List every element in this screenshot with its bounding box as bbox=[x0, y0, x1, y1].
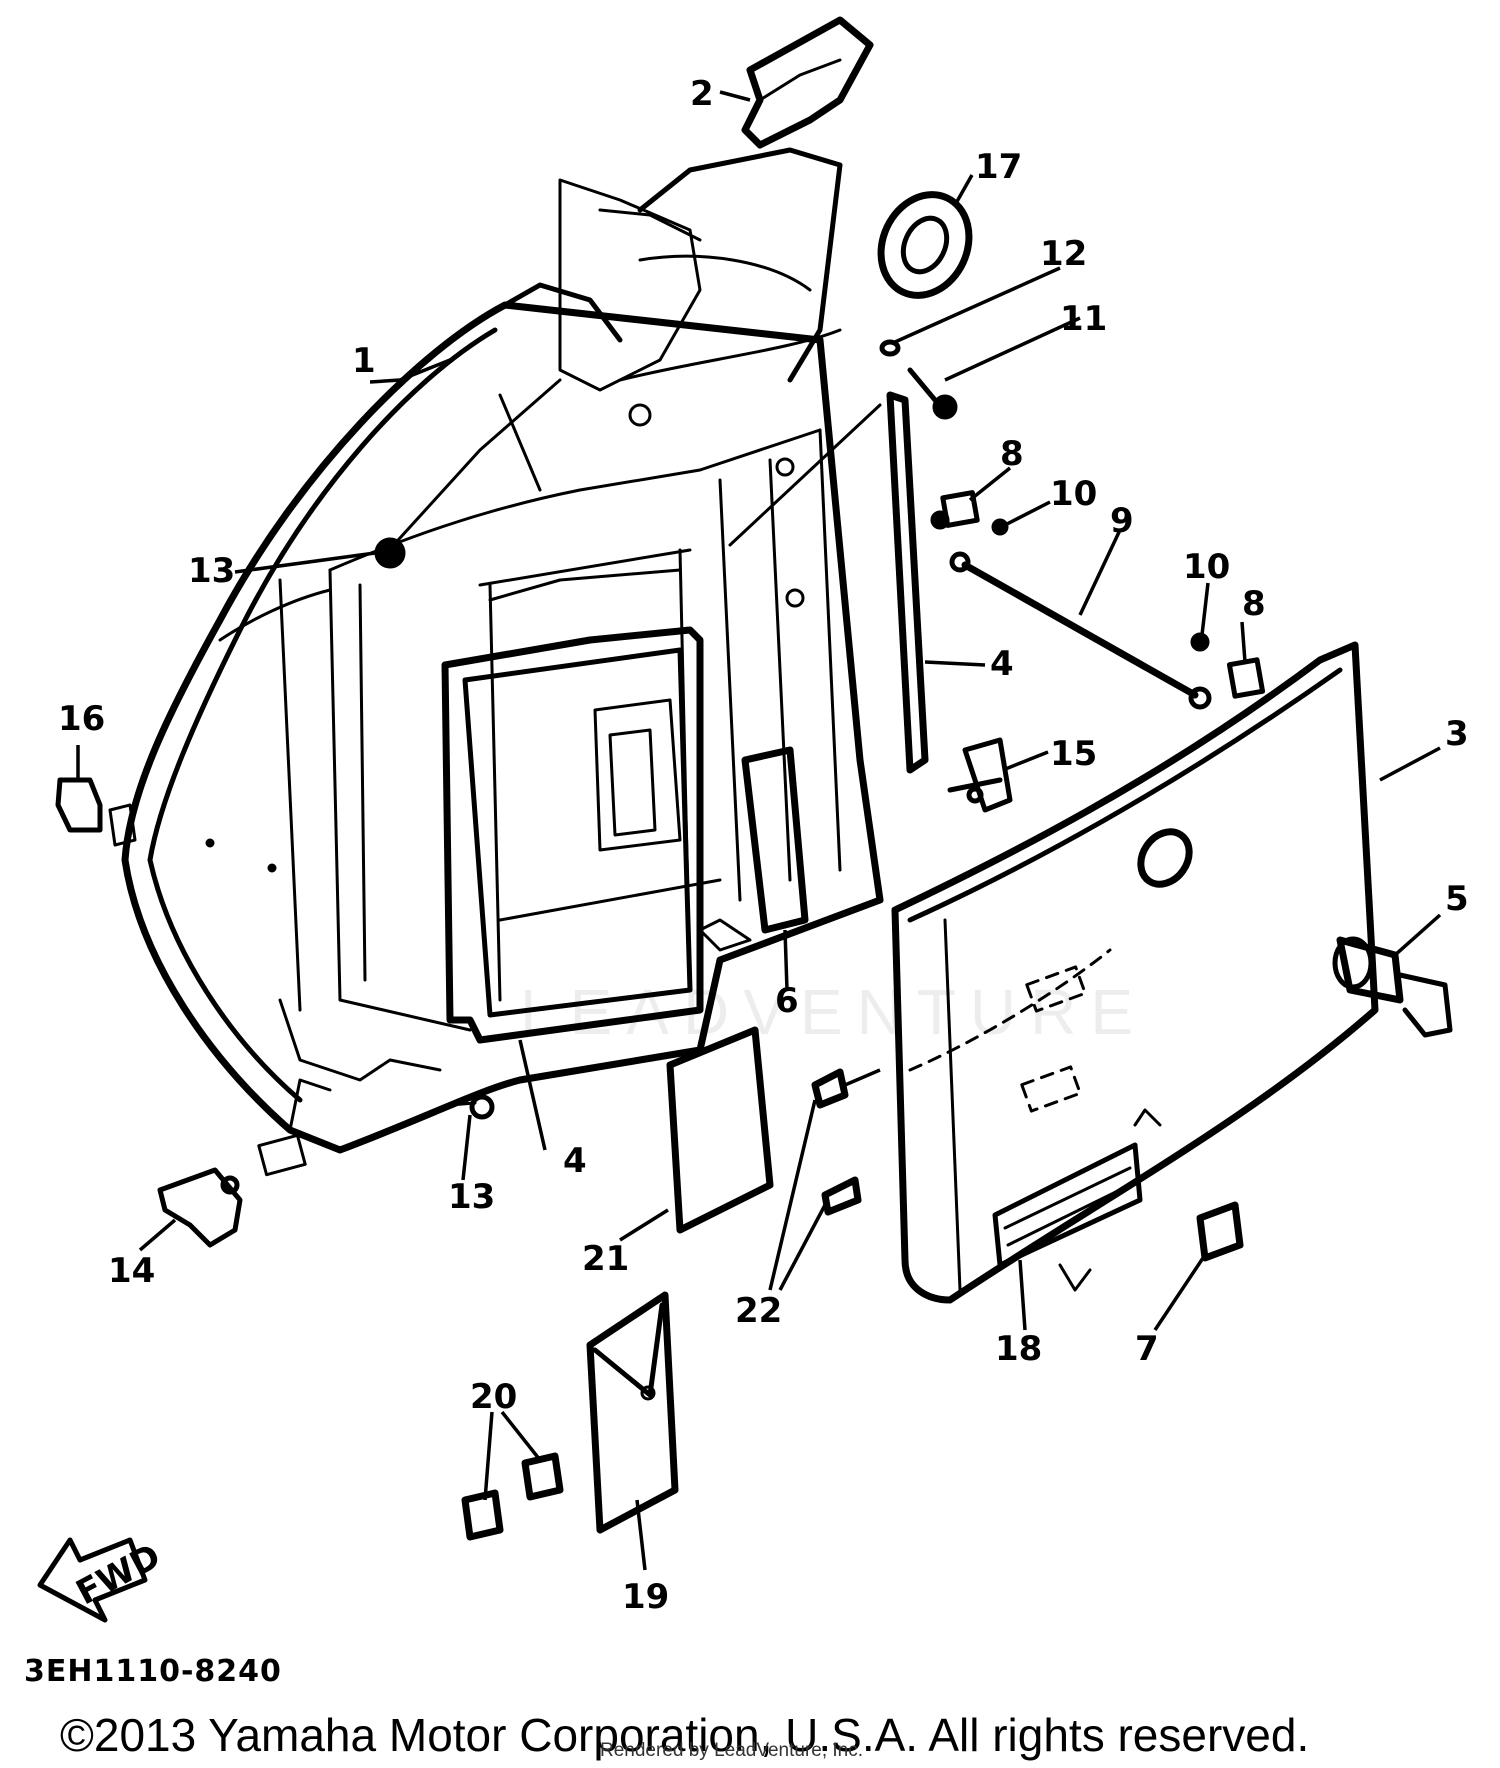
part-14-clip[interactable] bbox=[157, 1167, 243, 1248]
part-10-screw-lower[interactable] bbox=[1190, 632, 1210, 652]
leader-lines bbox=[76, 90, 1442, 1571]
rendered-by: Rendered by LeadVenture, Inc. bbox=[600, 1740, 864, 1761]
callout-2: 2 bbox=[690, 74, 714, 114]
callouts: 2 1 3 4 4 5 6 7 8 8 9 10 10 11 12 13 13 … bbox=[58, 74, 1469, 1617]
callout-7: 7 bbox=[1135, 1329, 1159, 1369]
part-20-clip-left[interactable] bbox=[461, 1489, 504, 1541]
part-19-holder[interactable] bbox=[586, 1291, 679, 1534]
part-5-lock[interactable] bbox=[1332, 936, 1453, 1038]
callout-8-lower: 8 bbox=[1242, 584, 1266, 624]
part-16-clip[interactable] bbox=[55, 777, 103, 833]
part-4-seal-right[interactable] bbox=[728, 391, 929, 774]
callout-19: 19 bbox=[622, 1577, 669, 1617]
part-7-cushion[interactable] bbox=[1196, 1201, 1244, 1262]
part-2-cover[interactable] bbox=[741, 16, 874, 149]
callout-5: 5 bbox=[1445, 879, 1469, 919]
callout-13-lower: 13 bbox=[448, 1177, 495, 1217]
callout-17: 17 bbox=[975, 147, 1022, 187]
fwd-arrow-icon bbox=[37, 1537, 148, 1623]
callout-21: 21 bbox=[582, 1239, 629, 1279]
part-15-latch[interactable] bbox=[947, 737, 1013, 813]
part-4-seal-left[interactable] bbox=[441, 548, 704, 1044]
copyright-notice: ©2013 Yamaha Motor Corporation, U.S.A. A… bbox=[60, 1709, 1310, 1761]
part-9-stay[interactable] bbox=[949, 551, 1212, 710]
callout-11: 11 bbox=[1060, 299, 1107, 339]
part-17-grommet[interactable] bbox=[865, 180, 985, 310]
part-13-nut-upper[interactable] bbox=[374, 537, 406, 569]
callout-22: 22 bbox=[735, 1291, 782, 1331]
part-6-pad[interactable] bbox=[741, 746, 809, 934]
callout-16: 16 bbox=[58, 699, 105, 739]
callout-8-upper: 8 bbox=[1000, 434, 1024, 474]
callout-14: 14 bbox=[108, 1251, 155, 1291]
callout-15: 15 bbox=[1050, 734, 1097, 774]
part-8-bracket-lower[interactable] bbox=[1226, 657, 1266, 699]
part-18-label[interactable] bbox=[992, 1142, 1143, 1268]
callout-20: 20 bbox=[470, 1377, 517, 1417]
part-11-bolt[interactable] bbox=[907, 367, 958, 420]
part-12-washer[interactable] bbox=[879, 339, 901, 357]
callout-3: 3 bbox=[1445, 714, 1469, 754]
part-10-screw-upper[interactable] bbox=[991, 518, 1009, 536]
callout-13-upper: 13 bbox=[188, 551, 235, 591]
inner-partition bbox=[488, 428, 842, 1002]
part-3-lid[interactable] bbox=[891, 641, 1379, 1304]
part-22-pad-lower[interactable] bbox=[821, 1176, 862, 1216]
part-1-inner-panel[interactable] bbox=[108, 147, 884, 1177]
part-8-bracket-upper[interactable] bbox=[930, 490, 980, 530]
fwd-label: FWD bbox=[70, 1536, 167, 1613]
callout-10-upper: 10 bbox=[1050, 474, 1097, 514]
callout-10-lower: 10 bbox=[1183, 547, 1230, 587]
callout-4-lower: 4 bbox=[563, 1141, 587, 1181]
watermark: LEADVENTURE bbox=[520, 976, 1147, 1048]
callout-18: 18 bbox=[995, 1329, 1042, 1369]
part-21-pad[interactable] bbox=[666, 1026, 774, 1234]
part-13-nut-lower[interactable] bbox=[448, 1094, 495, 1120]
part-22-pad-upper[interactable] bbox=[811, 1068, 849, 1109]
callout-6: 6 bbox=[775, 981, 799, 1021]
callout-1: 1 bbox=[352, 341, 376, 381]
callout-9: 9 bbox=[1110, 501, 1134, 541]
callout-4-upper: 4 bbox=[990, 644, 1014, 684]
part-20-clip-right[interactable] bbox=[521, 1452, 564, 1501]
drawing-code: 3EH1110-8240 bbox=[24, 1654, 282, 1689]
callout-12: 12 bbox=[1040, 234, 1087, 274]
